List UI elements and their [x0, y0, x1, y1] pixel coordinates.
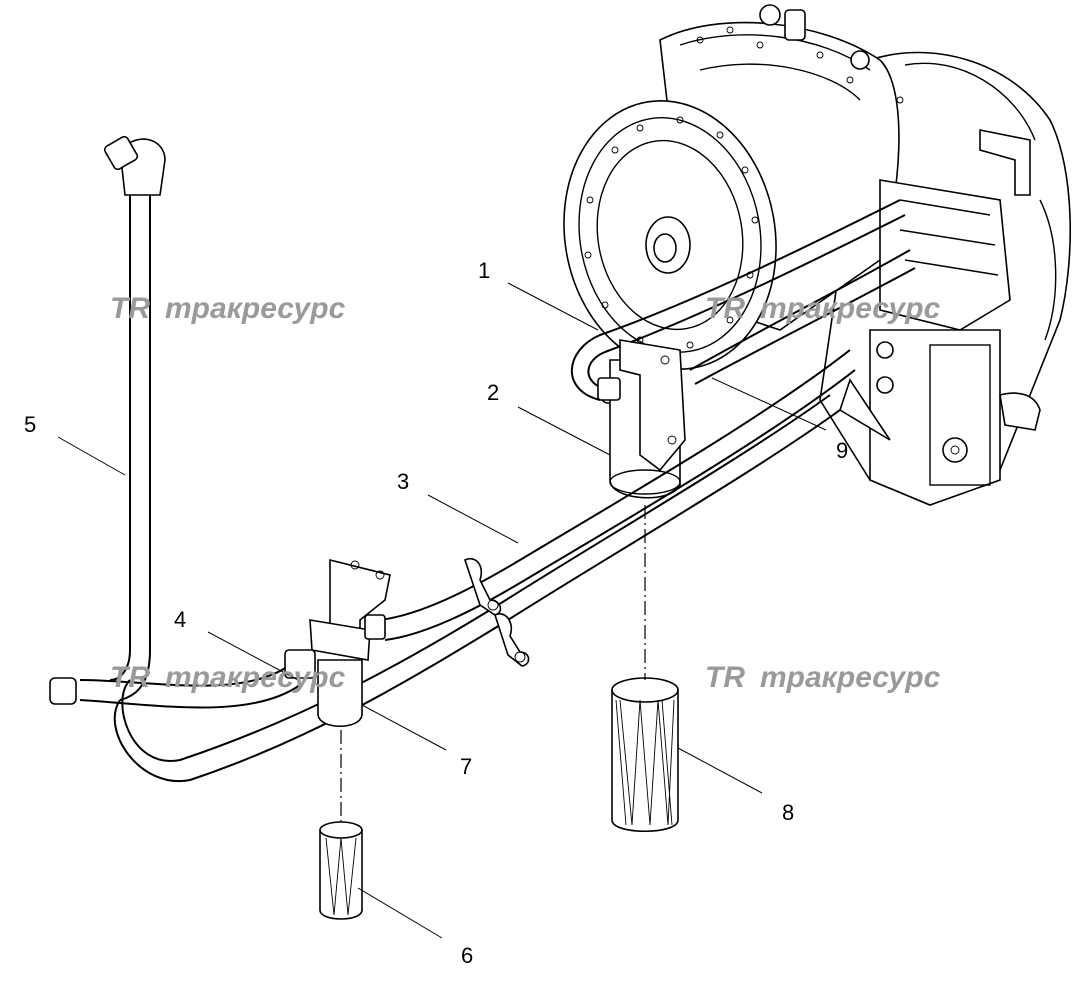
watermark-4: TR тракресурс [705, 661, 941, 694]
svg-text:тракресурс: тракресурс [165, 292, 346, 325]
callout-1: 1 [478, 258, 490, 283]
callout-2: 2 [487, 380, 499, 405]
leader-lines [57, 282, 827, 939]
watermark-1: TR тракресурс [110, 292, 346, 325]
callout-5: 5 [24, 412, 36, 437]
hose-3 [113, 349, 856, 783]
filter-element-8 [611, 677, 679, 833]
hose-9 [689, 249, 916, 385]
hose-5 [49, 135, 301, 709]
svg-text:тракресурс: тракресурс [760, 661, 941, 694]
callout-9: 9 [836, 438, 848, 463]
filter-7 [284, 558, 391, 727]
callout-7: 7 [460, 754, 472, 779]
callout-6: 6 [461, 943, 473, 968]
filter-element-6 [319, 821, 363, 920]
svg-text:тракресурс: тракресурс [760, 292, 941, 325]
callout-3: 3 [397, 469, 409, 494]
watermark-2: TR тракресурс [705, 292, 941, 325]
svg-text:TR: TR [110, 292, 150, 325]
watermark-3: TR тракресурс [110, 661, 346, 694]
filter-2 [597, 339, 686, 499]
svg-text:TR: TR [705, 661, 745, 694]
svg-text:тракресурс: тракресурс [165, 661, 346, 694]
callout-4: 4 [174, 607, 186, 632]
svg-text:TR: TR [110, 661, 150, 694]
transmission-housing [563, 4, 1071, 506]
svg-text:TR: TR [705, 292, 745, 325]
callout-8: 8 [782, 800, 794, 825]
